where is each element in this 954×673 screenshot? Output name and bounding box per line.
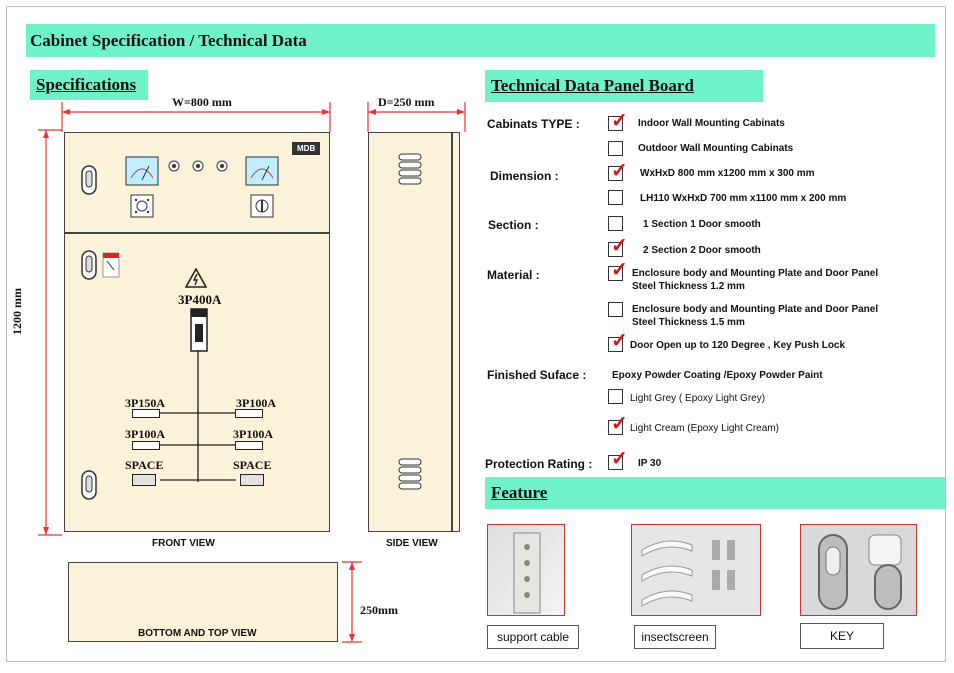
door-open-checkbox[interactable] (608, 337, 623, 352)
check-icon: ✓ (611, 110, 628, 132)
technical-data-heading: Technical Data Panel Board (485, 70, 763, 102)
one-section-checkbox[interactable] (608, 216, 623, 231)
selector-switch-icon (250, 194, 274, 218)
feature-heading: Feature (485, 477, 945, 509)
key-lock-photo (800, 524, 917, 616)
side-view-door-edge (452, 132, 460, 532)
insect-screen-image (641, 540, 735, 607)
indoor-option-label: Indoor Wall Mounting Cabinats (638, 118, 785, 129)
light-grey-option-label: Light Grey ( Epoxy Light Grey) (630, 393, 766, 404)
dimension-700-option-label: LH110 WxHxD 700 mm x1100 mm x 200 mm (640, 193, 847, 204)
bottom-view-label: BOTTOM AND TOP VIEW (138, 628, 257, 639)
key-caption: KEY (800, 623, 884, 649)
check-icon: ✓ (611, 235, 628, 257)
page-frame (6, 6, 946, 662)
check-icon: ✓ (611, 413, 628, 435)
vent-louver-icon (398, 153, 422, 185)
indoor-checkbox[interactable] (608, 116, 623, 131)
voltmeter-icon (125, 156, 159, 186)
lock-icon (81, 165, 97, 195)
width-label: W=800 mm (172, 95, 232, 109)
dimension-700-checkbox[interactable] (608, 190, 623, 205)
breaker-label-left-1: 3P150A (125, 396, 165, 410)
finished-surface-description: Epoxy Powder Coating /Epoxy Powder Paint (612, 370, 823, 381)
check-icon: ✓ (611, 448, 628, 470)
specifications-heading: Specifications (30, 70, 148, 100)
pilot-lamp-icons (168, 160, 228, 172)
busbar-lines (160, 350, 236, 482)
high-voltage-icon (185, 268, 207, 288)
check-icon: ✓ (611, 330, 628, 352)
lock-icon (81, 250, 97, 280)
space-slot-right (240, 474, 264, 486)
page-title: Cabinet Specification / Technical Data (26, 24, 935, 57)
check-icon: ✓ (611, 160, 628, 182)
support-cable-caption: support cable (487, 625, 579, 649)
dimension-label: Dimension : (490, 169, 559, 183)
breaker-right-1 (235, 409, 263, 418)
breaker-label-left-2: 3P100A (125, 427, 165, 441)
steel-1-5-checkbox[interactable] (608, 302, 623, 317)
depth-label: D=250 mm (378, 95, 435, 109)
breaker-right-2 (235, 441, 263, 450)
dimension-800-option-label: WxHxD 800 mm x1200 mm x 300 mm (640, 168, 815, 179)
space-label-left: SPACE (125, 458, 164, 472)
lock-icon (81, 470, 97, 500)
warning-sticker-icon (102, 252, 120, 278)
bottom-height-label: 250mm (360, 603, 398, 617)
section-label: Section : (488, 218, 539, 232)
space-label-right: SPACE (233, 458, 272, 472)
support-cable-image (513, 532, 541, 614)
steel-1-5-option-line1: Enclosure body and Mounting Plate and Do… (632, 304, 879, 315)
light-grey-checkbox[interactable] (608, 389, 623, 404)
ip30-checkbox[interactable] (608, 455, 623, 470)
door-open-option-label: Door Open up to 120 Degree , Key Push Lo… (630, 340, 846, 351)
steel-1-2-option-line2: Steel Thickness 1.2 mm (632, 281, 745, 292)
steel-1-5-option-line2: Steel Thickness 1.5 mm (632, 317, 745, 328)
vent-louver-icon (398, 458, 422, 490)
one-section-option-label: 1 Section 1 Door smooth (643, 219, 761, 230)
light-cream-checkbox[interactable] (608, 420, 623, 435)
main-breaker-icon (190, 308, 208, 352)
cabinet-section-divider (64, 232, 330, 234)
insect-screen-photo (631, 524, 761, 616)
height-label: 1200 mm (10, 288, 24, 335)
selector-switch-icon (130, 194, 154, 218)
steel-1-2-checkbox[interactable] (608, 266, 623, 281)
protection-rating-label: Protection Rating : (485, 457, 593, 471)
ammeter-icon (245, 156, 279, 186)
breaker-label-right-2: 3P100A (233, 427, 273, 441)
support-cable-photo (487, 524, 565, 616)
bottom-top-view-cabinet (68, 562, 338, 642)
two-section-checkbox[interactable] (608, 242, 623, 257)
space-slot-left (132, 474, 156, 486)
insect-screen-caption: insectscreen (634, 625, 716, 649)
ip30-option-label: IP 30 (638, 458, 662, 469)
finished-surface-label: Finished Suface : (487, 368, 587, 382)
two-section-option-label: 2 Section 2 Door smooth (643, 245, 761, 256)
cabinet-type-label: Cabinats TYPE : (487, 117, 580, 131)
steel-1-2-option-line1: Enclosure body and Mounting Plate and Do… (632, 268, 879, 279)
main-breaker-label: 3P400A (178, 292, 222, 307)
mdb-badge: MDB (292, 142, 321, 155)
outdoor-checkbox[interactable] (608, 141, 623, 156)
outdoor-option-label: Outdoor Wall Mounting Cabinats (638, 143, 794, 154)
front-view-label: FRONT VIEW (152, 538, 215, 549)
key-lock-image (818, 534, 902, 610)
breaker-left-2 (132, 441, 160, 450)
material-label: Material : (487, 268, 540, 282)
side-view-label: SIDE VIEW (386, 538, 438, 549)
check-icon: ✓ (611, 259, 628, 281)
light-cream-option-label: Light Cream (Epoxy Light Cream) (630, 423, 779, 434)
breaker-left-1 (132, 409, 160, 418)
dimension-800-checkbox[interactable] (608, 166, 623, 181)
breaker-label-right-1: 3P100A (236, 396, 276, 410)
